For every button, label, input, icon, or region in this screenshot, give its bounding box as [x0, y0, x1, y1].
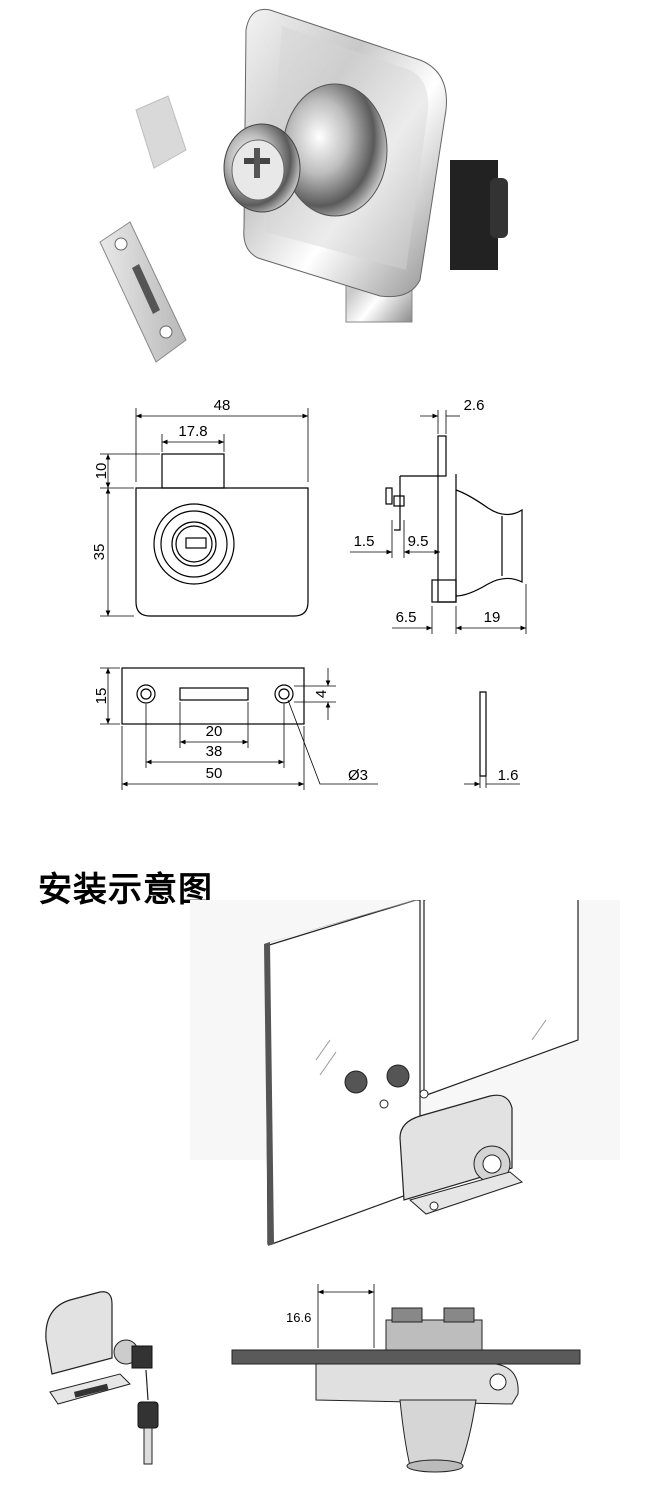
- install-lock: [344, 1064, 524, 1215]
- dim-strike-height: 15: [93, 688, 110, 705]
- dim-hole-spacing: 38: [206, 743, 223, 760]
- dim-bolt-height: 10: [93, 463, 110, 480]
- dim-slot-length: 20: [206, 723, 223, 740]
- product-photo: [99, 8, 508, 363]
- lock-with-keys: [45, 1291, 159, 1465]
- glass-doors: [264, 900, 579, 1246]
- technical-drawings: 48 17.8 10 35 2.6 1.5 9.5 6.5 19 15 4 20…: [91, 397, 527, 790]
- dim-knob-depth: 19: [484, 609, 501, 626]
- dim-strike-length: 50: [206, 765, 223, 782]
- front-view: [100, 408, 309, 617]
- dim-side-offset: 6.5: [396, 609, 417, 626]
- install-heading: 安装示意图: [38, 870, 213, 910]
- strike-side-view: [464, 691, 520, 788]
- adhesive-pad: [135, 95, 187, 169]
- strike-plate-photo: [99, 221, 187, 363]
- lock-body-photo: [223, 8, 508, 323]
- dim-side-gap: 1.5: [354, 533, 375, 550]
- dim-strike-thickness: 1.6: [498, 767, 519, 784]
- dim-side-inner: 9.5: [408, 533, 429, 550]
- strike-plate-view: [100, 667, 378, 790]
- install-diagrams: 16.6: [45, 900, 620, 1473]
- dim-bolt-width: 17.8: [178, 423, 207, 440]
- dim-install-offset: 16.6: [286, 1310, 311, 1325]
- side-view: [350, 410, 527, 634]
- dim-hole-offset: 4: [313, 690, 330, 698]
- dim-plate-thickness: 2.6: [464, 397, 485, 414]
- dim-body-height: 35: [91, 544, 108, 561]
- dim-hole-diameter: Ø3: [348, 767, 368, 784]
- section-view: [231, 1284, 581, 1473]
- dim-front-width: 48: [214, 397, 231, 414]
